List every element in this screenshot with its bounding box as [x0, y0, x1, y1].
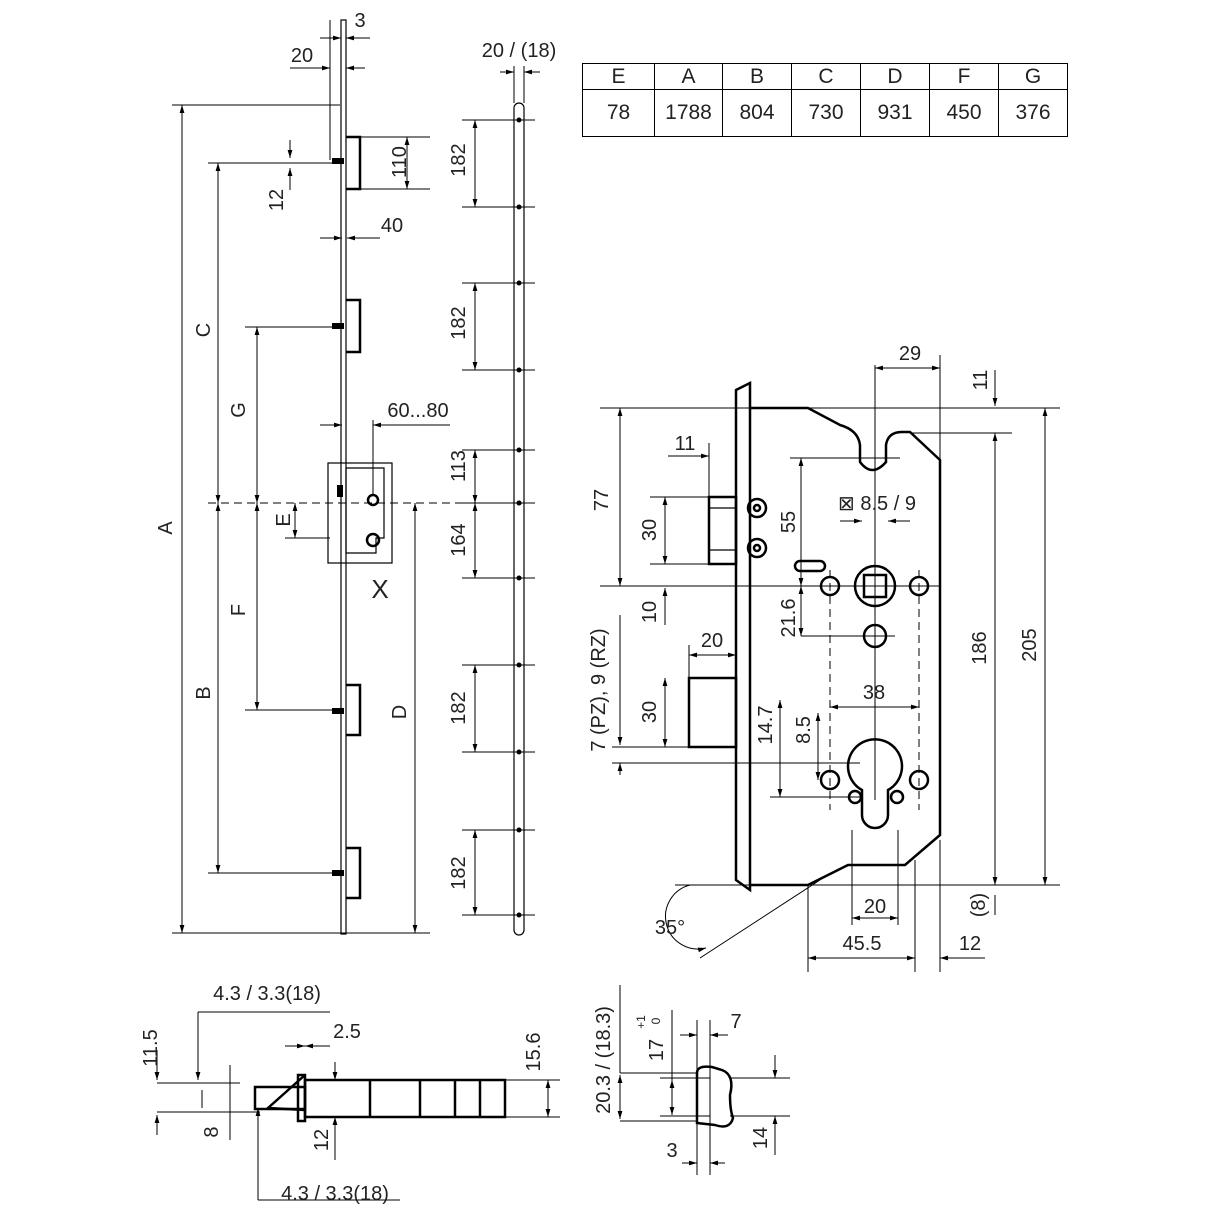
value-cell: 376	[998, 89, 1068, 137]
dim-11: 11	[675, 433, 696, 455]
dim-12: 12	[959, 933, 981, 955]
header-cell: E	[582, 63, 655, 90]
dim-11-5: 11.5	[140, 1029, 162, 1066]
table-value-row: 78 1788 804 730 931 450 376	[582, 89, 1068, 137]
dim-186: 186	[969, 631, 991, 664]
dim-3: 3	[354, 10, 365, 32]
dim-pz-rz: 7 (PZ), 9 (RZ)	[588, 628, 610, 751]
strip-hole	[516, 117, 522, 123]
strip-width: 20 / (18)	[482, 40, 556, 62]
strip-seg-5: 182	[448, 691, 470, 724]
tolerance-upper: +1	[634, 1015, 648, 1029]
dim-D: D	[389, 705, 411, 719]
dim-F: F	[228, 604, 250, 616]
value-cell: 804	[722, 89, 792, 137]
dim-20-3: 20.3 / (18.3)	[593, 1006, 615, 1114]
dim-77: 77	[591, 489, 613, 511]
strip-hole	[516, 912, 522, 918]
dim-C: C	[193, 323, 215, 337]
value-cell: 931	[860, 89, 930, 137]
dim-30-deadbolt: 30	[639, 701, 661, 723]
dim-12-section: 12	[311, 1129, 333, 1151]
dim-45-5: 45.5	[843, 933, 882, 955]
strip-seg-1: 182	[448, 143, 470, 176]
strip-hole	[516, 500, 522, 506]
tolerance-lower: 0	[649, 1017, 663, 1024]
dim-29: 29	[899, 343, 921, 365]
strip-hole	[516, 367, 522, 373]
strip-hole	[516, 749, 522, 755]
dim-205: 205	[1019, 628, 1041, 661]
strip-seg-6: 182	[448, 856, 470, 889]
dim-20-deadbolt: 20	[701, 630, 723, 652]
dim-top-4-3: 4.3 / 3.3(18)	[213, 983, 321, 1005]
dim-14-7: 14.7	[755, 706, 777, 745]
dimension-table: E A B C D F G 78 1788 804 730 931 450 37…	[582, 63, 1068, 137]
dim-40: 40	[381, 215, 403, 237]
dim-8: 8	[201, 1126, 223, 1137]
dim-3-hook: 3	[666, 1140, 677, 1162]
angle-35: 35°	[655, 917, 685, 939]
dim-20-bottom: 20	[864, 896, 886, 918]
dim-55: 55	[778, 511, 800, 533]
dim-2-5: 2.5	[333, 1021, 361, 1043]
dim-110: 110	[389, 146, 411, 178]
cross-section-view: 4.3 / 3.3(18) 4.3 / 3.3(18) 11.5 2.5 15.…	[140, 983, 560, 1205]
dim-bottom-4-3: 4.3 / 3.3(18)	[281, 1183, 389, 1205]
strip-hole	[516, 280, 522, 286]
lock-case-outline	[327, 462, 393, 564]
hook-bolts	[332, 135, 362, 900]
header-cell: C	[791, 63, 861, 90]
dim-20: 20	[291, 45, 313, 67]
dim-14: 14	[750, 1127, 772, 1149]
strip-seg-3: 113	[448, 450, 470, 482]
strip-seg-4: 164	[448, 523, 470, 556]
dim-12: 12	[266, 189, 288, 211]
dim-11-top: 11	[970, 370, 992, 391]
header-cell: A	[654, 63, 723, 90]
strip-hole	[516, 827, 522, 833]
dim-8-paren: (8)	[968, 893, 990, 917]
dim-10: 10	[639, 601, 661, 623]
strip-seg-2: 182	[448, 306, 470, 339]
lock-body-detail: 29 11 77 11 30 55 ⊠ 8.5 / 9 10 21.6 20 1…	[588, 343, 1060, 972]
dim-30-latch: 30	[639, 519, 661, 541]
hook-profile-view: 20.3 / (18.3) 17 +1 0 7 3 14	[593, 985, 790, 1175]
dim-E: E	[273, 513, 295, 526]
dim-A: A	[155, 521, 177, 535]
value-cell: 730	[791, 89, 861, 137]
value-cell: 78	[582, 89, 655, 137]
dim-38: 38	[863, 682, 885, 704]
dim-21-6: 21.6	[778, 599, 800, 638]
table-header-row: E A B C D F G	[582, 63, 1068, 90]
dim-backset: 60...80	[387, 400, 448, 422]
strip-hole	[516, 575, 522, 581]
dim-G: G	[228, 402, 250, 418]
dim-17: 17	[646, 1039, 668, 1061]
detail-X-label: X	[371, 574, 388, 604]
strip-hole	[516, 447, 522, 453]
faceplate-strip: 20 / (18) 182 182 113 164 182 182	[448, 40, 556, 936]
dim-7: 7	[730, 1011, 741, 1033]
dim-B: B	[193, 686, 215, 699]
door-elevation: A C B G F E D X 3 20 12 110 40 60...80	[155, 10, 520, 935]
strip-hole	[516, 662, 522, 668]
faceplate-bar	[340, 19, 347, 935]
header-cell: G	[998, 63, 1068, 90]
dim-8-5: 8.5	[793, 716, 815, 744]
value-cell: 1788	[654, 89, 723, 137]
spindle-size: ⊠ 8.5 / 9	[838, 493, 916, 515]
dim-15-6: 15.6	[523, 1033, 545, 1072]
strip-hole	[516, 204, 522, 210]
